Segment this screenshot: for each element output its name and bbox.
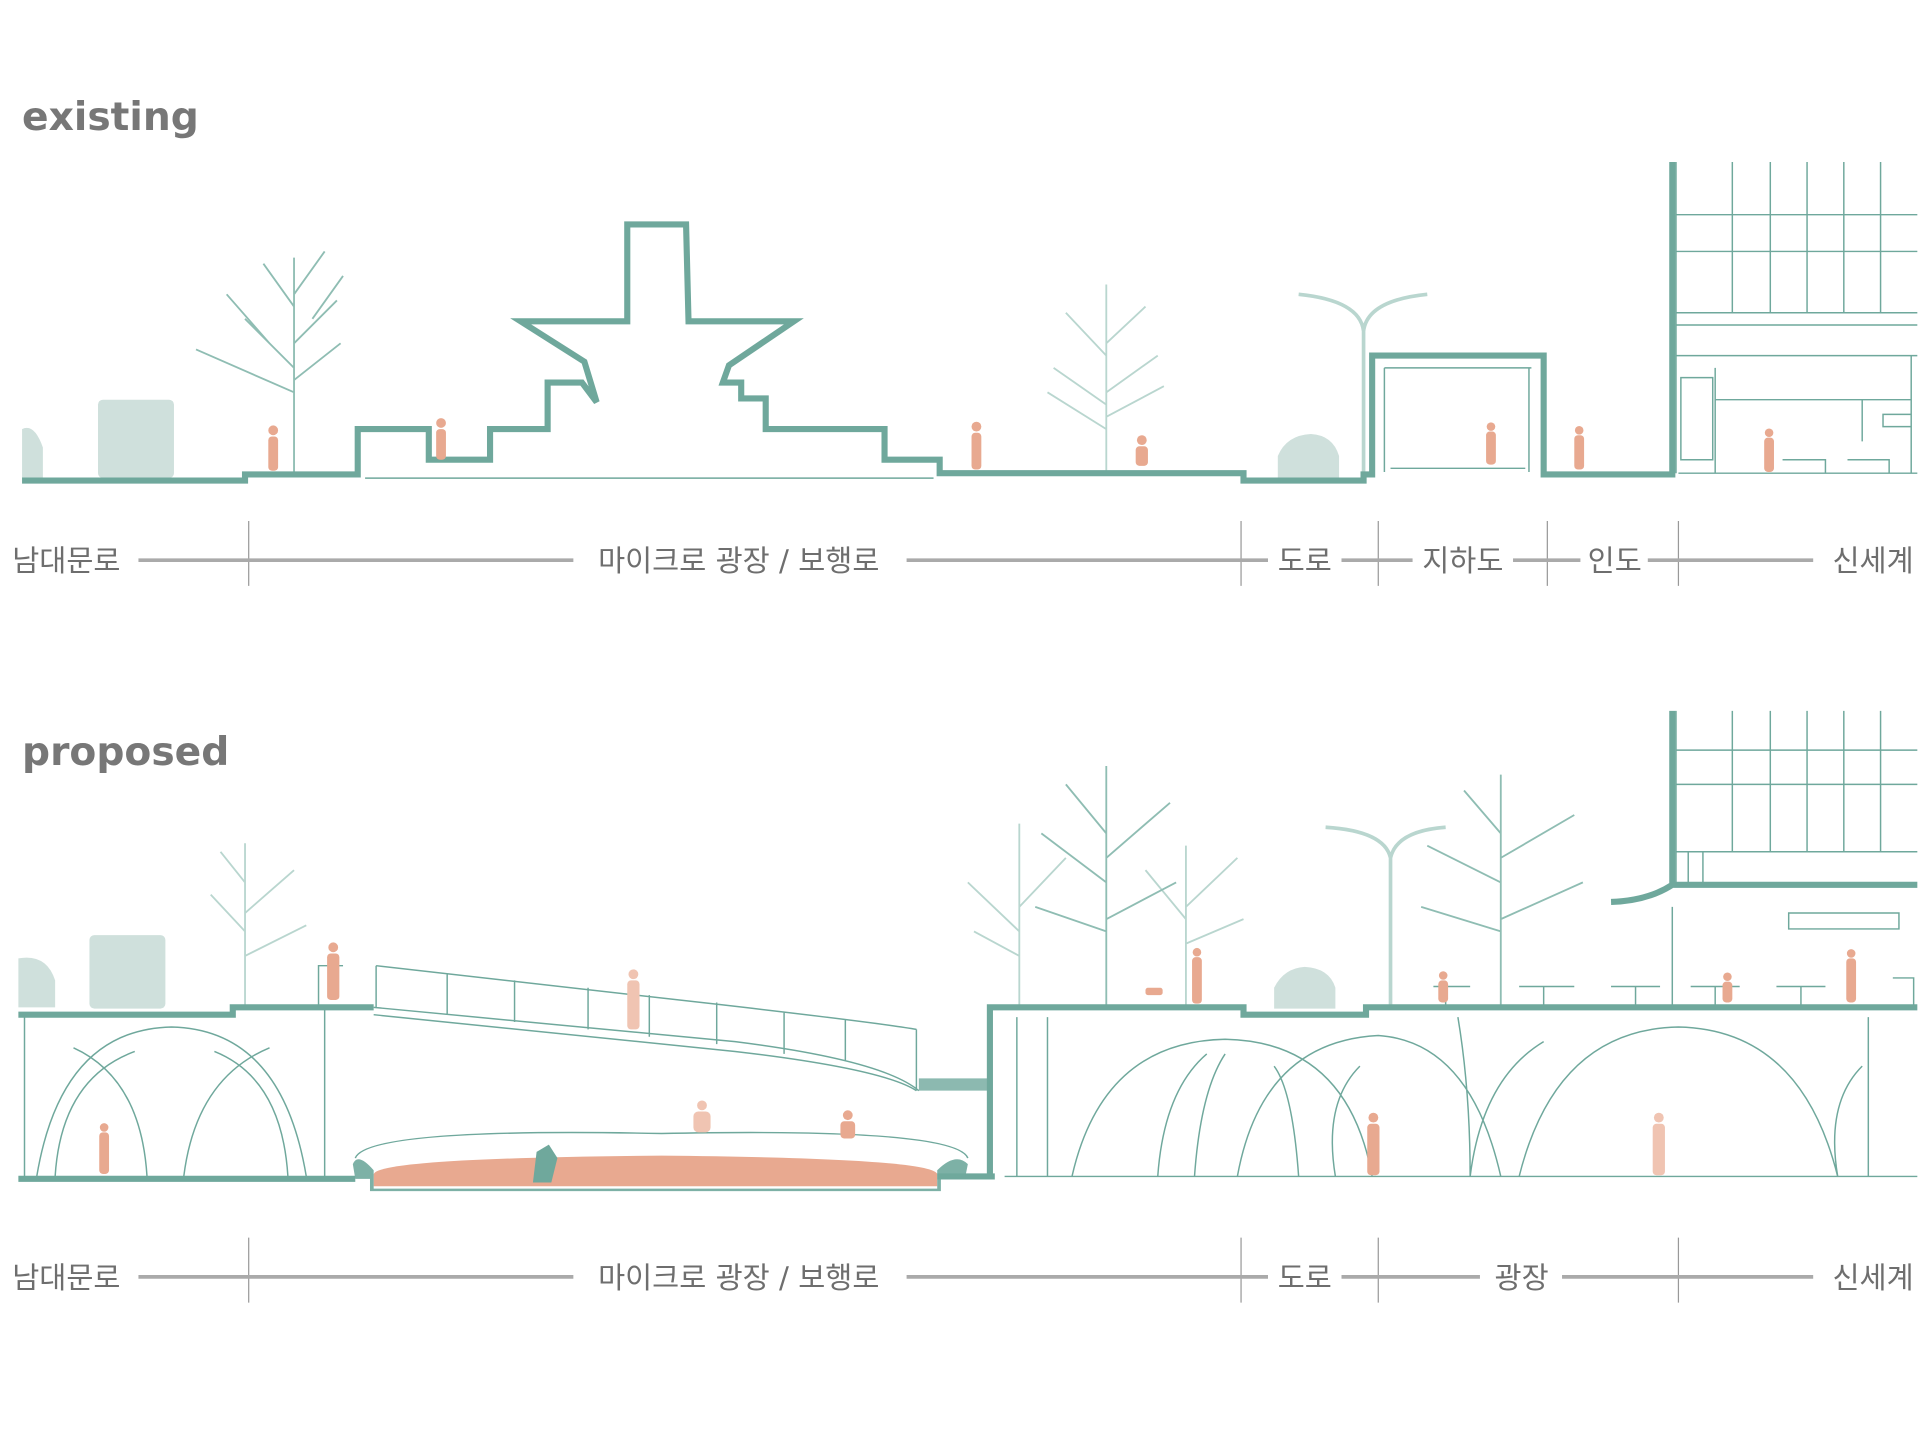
car-icon [1274, 966, 1336, 1009]
zone-label: 도로 [1278, 544, 1332, 578]
zone-label: 도로 [1278, 1261, 1332, 1295]
tree-icon [195, 250, 344, 474]
street-lamp-icon [1298, 292, 1428, 474]
zone-label: 신세계 [1833, 544, 1914, 578]
building-facade [1675, 162, 1918, 474]
bus-icon [98, 399, 174, 479]
car-icon [1277, 433, 1340, 479]
tree-icon [1046, 284, 1165, 474]
zone-label: 신세계 [1833, 1261, 1914, 1295]
zone-label: 지하도 [1422, 544, 1503, 578]
existing-ground-line [22, 162, 1676, 484]
tree-icon [1034, 766, 1584, 1005]
pool [352, 1131, 969, 1192]
bus-icon [89, 935, 166, 1009]
car-icon [22, 427, 43, 479]
person-icon [627, 969, 1665, 1176]
car-icon [18, 957, 56, 1008]
street-lamp-icon [1325, 825, 1446, 1005]
zone-label: 마이크로 광장 / 보행로 [598, 1261, 879, 1295]
zone-label: 남대문로 [12, 1261, 120, 1295]
building-facade [1433, 710, 1918, 1008]
ramp [317, 964, 990, 1177]
arches [23, 1017, 1918, 1178]
tree-icon [210, 823, 1244, 1005]
zone-label: 인도 [1588, 544, 1642, 578]
existing-title: existing [22, 95, 199, 140]
proposed-section: proposed [12, 710, 1918, 1303]
proposed-ground-line [18, 1004, 1918, 1177]
proposed-title: proposed [22, 730, 229, 775]
zone-label: 마이크로 광장 / 보행로 [598, 544, 879, 578]
zone-label: 광장 [1495, 1261, 1549, 1295]
existing-dimension-row: 남대문로 마이크로 광장 / 보행로 도로 지하도 인도 신세계 [12, 520, 1914, 586]
zone-label: 남대문로 [12, 544, 120, 578]
proposed-dimension-row: 남대문로 마이크로 광장 / 보행로 도로 광장 신세계 [12, 1237, 1914, 1303]
person-icon [99, 942, 1857, 1176]
existing-section: existing [12, 95, 1918, 586]
person-icon [268, 418, 1774, 472]
